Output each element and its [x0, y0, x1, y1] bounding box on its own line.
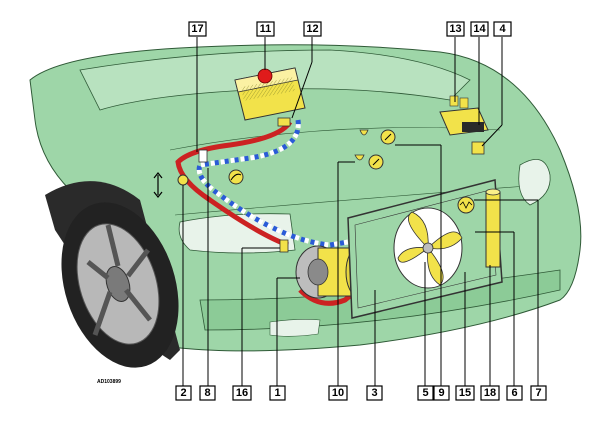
warning-lamp-icon — [257, 68, 273, 84]
svg-text:12: 12 — [306, 23, 318, 35]
callout-2: 2 — [175, 385, 192, 401]
svg-text:18: 18 — [484, 387, 496, 399]
pressure-switch — [153, 172, 189, 198]
fog-light — [269, 319, 321, 337]
svg-text:16: 16 — [236, 387, 248, 399]
callout-8: 8 — [199, 385, 216, 401]
svg-text:17: 17 — [191, 23, 203, 35]
callout-5: 5 — [417, 385, 434, 401]
callout-12: 12 — [303, 21, 322, 37]
leader-lines — [182, 37, 539, 386]
svg-text:9: 9 — [438, 387, 444, 399]
wheel-spokes — [86, 224, 152, 336]
high-pressure-line — [175, 120, 293, 248]
callout-17: 17 — [188, 21, 207, 37]
callout-13: 13 — [446, 21, 465, 37]
svg-text:13: 13 — [449, 23, 461, 35]
svg-text:11: 11 — [260, 23, 272, 35]
reference-code: AD103899 — [97, 379, 121, 385]
expansion-tank — [234, 67, 306, 121]
svg-text:1: 1 — [274, 387, 280, 399]
callout-7: 7 — [530, 385, 547, 401]
valve-fitting — [198, 117, 291, 253]
callout-15: 15 — [455, 385, 475, 401]
cooling-fan — [393, 207, 463, 289]
svg-text:6: 6 — [511, 387, 517, 399]
callout-9: 9 — [433, 385, 450, 401]
callout-6: 6 — [506, 385, 523, 401]
callout-3: 3 — [366, 385, 383, 401]
svg-text:7: 7 — [535, 387, 541, 399]
receiver-drier — [485, 188, 501, 268]
pressure-gauge-icon — [354, 154, 384, 170]
svg-text:4: 4 — [499, 23, 506, 35]
svg-text:3: 3 — [371, 387, 377, 399]
callout-11: 11 — [256, 21, 275, 37]
callout-4: 4 — [493, 21, 512, 37]
svg-text:10: 10 — [332, 387, 344, 399]
control-module — [439, 95, 489, 155]
low-pressure-line — [196, 119, 361, 248]
svg-text:14: 14 — [473, 23, 486, 35]
pressure-gauge-icon — [359, 129, 396, 145]
svg-text:8: 8 — [204, 387, 210, 399]
callout-1: 1 — [269, 385, 286, 401]
temperature-sensor — [228, 169, 244, 185]
callout-18: 18 — [480, 385, 500, 401]
svg-text:2: 2 — [180, 387, 186, 399]
headlight-right — [518, 158, 551, 206]
callout-10: 10 — [328, 385, 348, 401]
thermostat-icon — [457, 196, 475, 214]
svg-text:15: 15 — [459, 387, 471, 399]
callout-14: 14 — [470, 21, 489, 37]
svg-text:5: 5 — [422, 387, 428, 399]
callout-16: 16 — [232, 385, 252, 401]
